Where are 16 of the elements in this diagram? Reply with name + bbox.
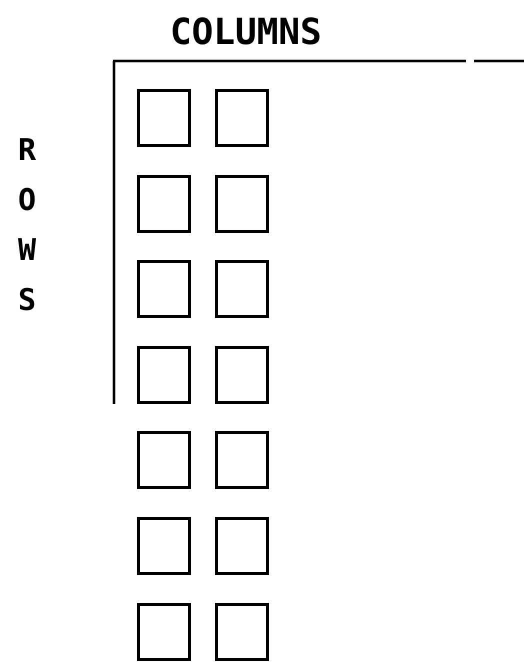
column-heading: COLUMNS	[170, 12, 322, 53]
empty-box	[215, 431, 269, 489]
empty-box	[215, 175, 269, 233]
empty-box	[215, 346, 269, 404]
empty-box	[137, 346, 191, 404]
empty-box	[137, 431, 191, 489]
empty-box	[215, 260, 269, 318]
row-heading: ROWS	[16, 132, 38, 320]
empty-box	[215, 89, 269, 147]
empty-box	[137, 260, 191, 318]
empty-box	[137, 603, 191, 661]
empty-box	[137, 175, 191, 233]
empty-box	[215, 603, 269, 661]
empty-box	[137, 517, 191, 575]
empty-box	[215, 517, 269, 575]
empty-box	[137, 89, 191, 147]
